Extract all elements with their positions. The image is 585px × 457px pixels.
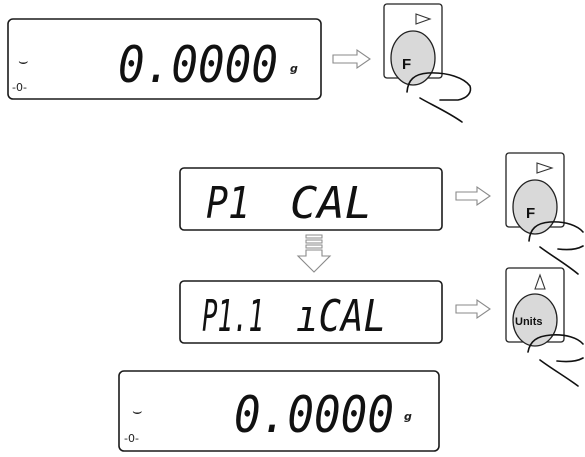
key-button[interactable] — [512, 293, 558, 347]
key-f-top[interactable]: F — [383, 3, 472, 123]
stable-indicator: ⌣ — [132, 401, 143, 420]
key-label: F — [402, 56, 411, 73]
finger-press-icon — [406, 72, 472, 123]
weight-reading: 0.0000 — [118, 36, 278, 94]
up-triangle-icon — [534, 273, 546, 290]
finger-press-icon — [527, 334, 584, 387]
right-triangle-icon — [536, 162, 554, 174]
menu-label: ıCAL — [296, 291, 386, 342]
zero-indicator: -0- — [124, 432, 139, 445]
display-start: ⌣ -0- 0.0000 g — [7, 18, 322, 100]
key-button[interactable] — [390, 30, 436, 86]
display-end: ⌣ -0- 0.0000 g — [118, 370, 440, 452]
lcd-frame — [179, 167, 443, 231]
menu-code: P1.1 — [202, 291, 264, 342]
key-units[interactable]: Units — [505, 267, 584, 387]
menu-label: CAL — [290, 178, 372, 229]
display-menu-p1: P1 CAL — [179, 167, 443, 231]
right-arrow-icon — [455, 185, 491, 207]
key-label: Units — [515, 316, 543, 328]
right-triangle-icon — [415, 13, 432, 25]
unit-label: g — [404, 410, 412, 423]
unit-label: g — [290, 62, 298, 75]
lcd-frame — [179, 280, 443, 344]
down-arrow-icon — [296, 234, 332, 273]
key-f-middle[interactable]: F — [505, 152, 584, 275]
right-arrow-icon — [455, 298, 491, 320]
zero-indicator: -0- — [12, 81, 27, 94]
menu-code: P1 — [206, 178, 250, 229]
lcd-frame — [118, 370, 440, 452]
weight-reading: 0.0000 — [234, 386, 394, 444]
stable-indicator: ⌣ — [18, 51, 29, 70]
key-button[interactable] — [512, 179, 558, 235]
key-label: F — [526, 205, 535, 222]
right-arrow-icon — [332, 48, 371, 70]
finger-press-icon — [528, 221, 584, 275]
lcd-frame — [7, 18, 322, 100]
display-menu-p1-1: P1.1 ıCAL — [179, 280, 443, 344]
